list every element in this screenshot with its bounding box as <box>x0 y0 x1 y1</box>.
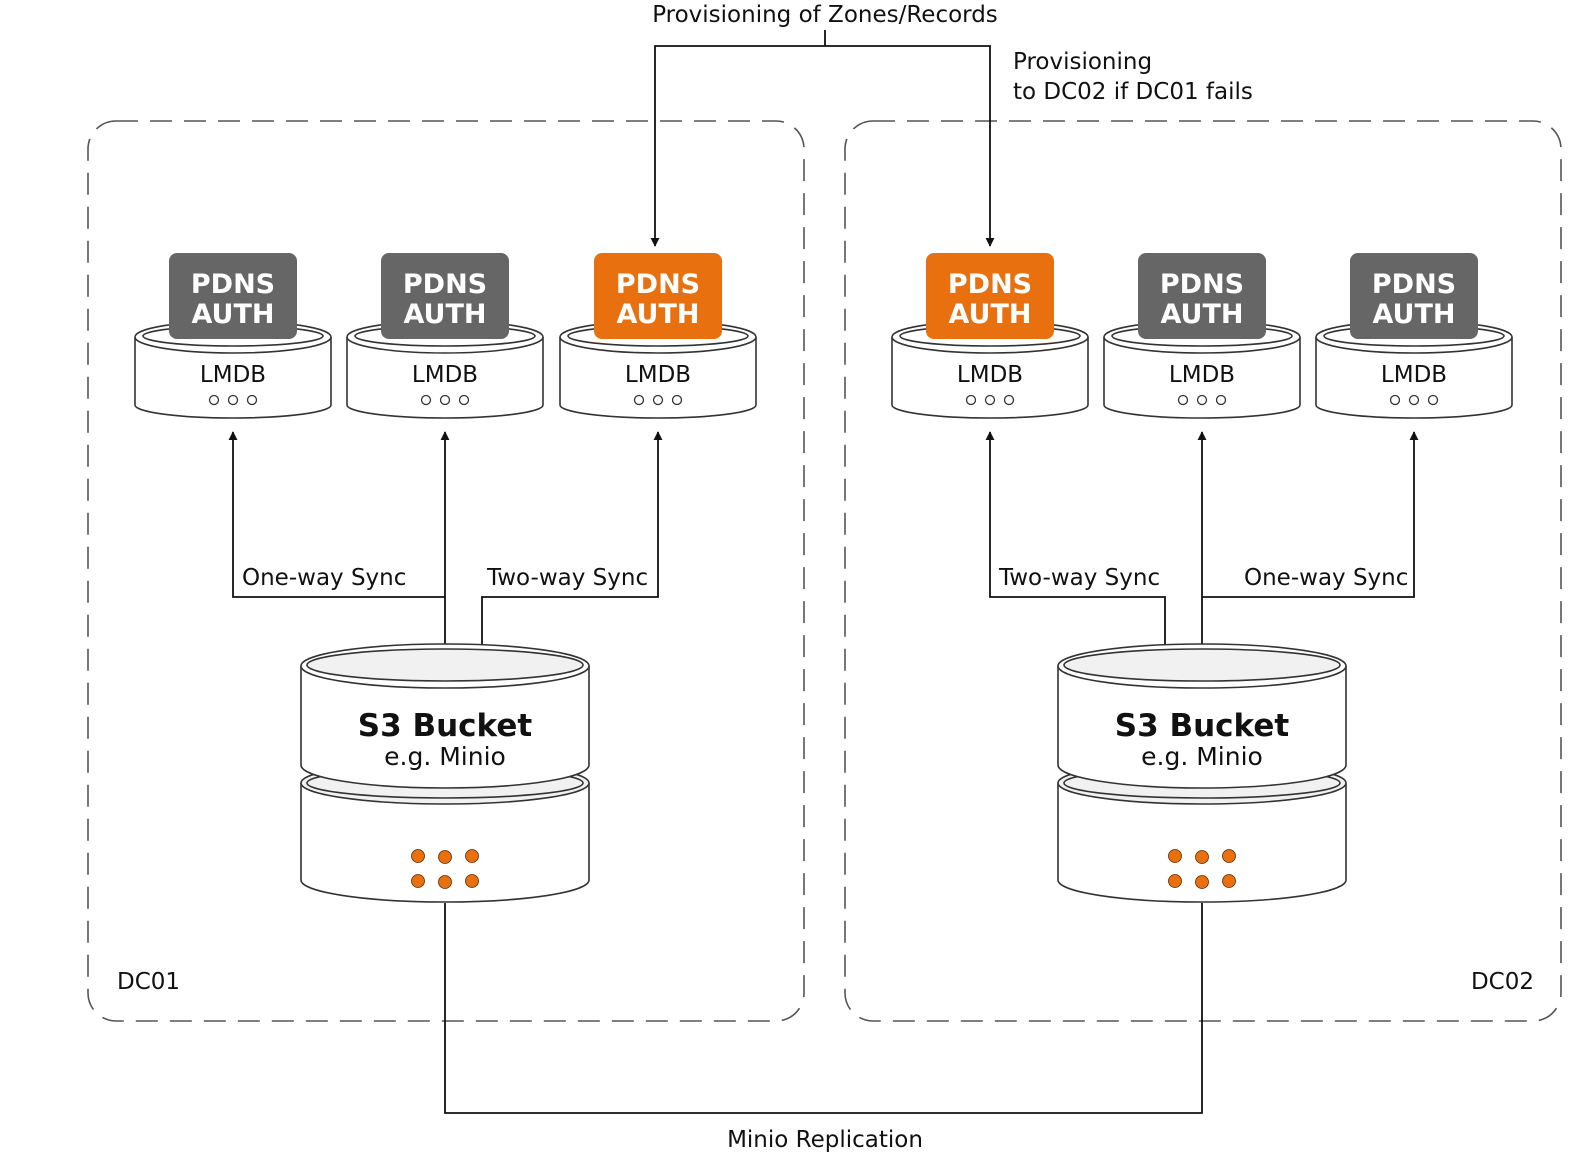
lmdb-label: LMDB <box>957 362 1023 388</box>
auth-badge-line2: AUTH <box>1372 299 1455 330</box>
disk-indicator-light <box>208 394 220 406</box>
bucket-status-dot <box>1168 849 1182 863</box>
pdns-badge-line1: PDNS <box>1372 269 1456 300</box>
pdns-badge-line1: PDNS <box>616 269 700 300</box>
disk-indicator-light <box>1196 394 1208 406</box>
bucket-upper-segment <box>300 666 590 789</box>
bucket-title: S3 Bucket <box>358 708 533 744</box>
disk-indicator-light <box>1215 394 1227 406</box>
lmdb-disk-body <box>891 337 1089 419</box>
pdns-auth-badge <box>169 253 297 339</box>
disk-indicator-light <box>1177 394 1189 406</box>
disk-indicator-light <box>458 394 470 406</box>
disk-indicator-light <box>652 394 664 406</box>
bucket-title: S3 Bucket <box>1115 708 1290 744</box>
lmdb-label: LMDB <box>1169 362 1235 388</box>
lmdb-label: LMDB <box>1381 362 1447 388</box>
lmdb-disk-body <box>346 337 544 419</box>
disk-indicator-light <box>671 394 683 406</box>
auth-badge-line2: AUTH <box>403 299 486 330</box>
bucket-status-dot <box>465 874 479 888</box>
lmdb-disk-body <box>134 337 332 419</box>
auth-badge-line2: AUTH <box>191 299 274 330</box>
disk-indicator-light <box>965 394 977 406</box>
bucket-status-dot <box>438 850 452 864</box>
failover-provisioning-label-line2: to DC02 if DC01 fails <box>1013 79 1253 105</box>
pdns-auth-badge <box>594 253 722 339</box>
disk-indicator-light <box>633 394 645 406</box>
dc01-one-way-sync-label: One-way Sync <box>242 565 406 591</box>
bucket-subtitle: e.g. Minio <box>384 742 506 771</box>
pdns-badge-line1: PDNS <box>948 269 1032 300</box>
bucket-status-dot <box>1195 850 1209 864</box>
dc01-container <box>87 120 805 1022</box>
pdns-badge-line1: PDNS <box>1160 269 1244 300</box>
bucket-subtitle: e.g. Minio <box>1141 742 1263 771</box>
bucket-lower-segment <box>1057 783 1347 903</box>
bucket-status-dot <box>411 874 425 888</box>
disk-indicator-light <box>1389 394 1401 406</box>
lmdb-disk-body <box>1103 337 1301 419</box>
bucket-lower-segment <box>300 783 590 903</box>
pdns-auth-badge <box>381 253 509 339</box>
lmdb-disk-body <box>1315 337 1513 419</box>
disk-indicator-light <box>420 394 432 406</box>
provisioning-label: Provisioning of Zones/Records <box>652 2 998 28</box>
bucket-status-dot <box>438 875 452 889</box>
dc02-sync-connectors <box>985 431 1419 676</box>
node-layer: LMDBPDNSAUTHLMDBPDNSAUTHLMDBPDNSAUTHLMDB… <box>134 253 1513 419</box>
disk-indicator-light <box>1408 394 1420 406</box>
pdns-badge-line1: PDNS <box>403 269 487 300</box>
disk-indicator-light <box>227 394 239 406</box>
bucket-status-dot <box>1168 874 1182 888</box>
pdns-auth-badge <box>1138 253 1266 339</box>
bucket-status-dot <box>465 849 479 863</box>
failover-provisioning-label-line1: Provisioning <box>1013 49 1152 75</box>
dc01-two-way-sync-label: Two-way Sync <box>486 565 648 591</box>
bucket-status-dot <box>1222 849 1236 863</box>
minio-replication-label: Minio Replication <box>727 1127 923 1153</box>
pdns-auth-badge <box>926 253 1054 339</box>
provisioning-connector <box>650 30 995 247</box>
bucket-status-dot <box>1222 874 1236 888</box>
pdns-badge-line1: PDNS <box>191 269 275 300</box>
auth-badge-line2: AUTH <box>1160 299 1243 330</box>
bucket-top-rim <box>1063 648 1341 682</box>
bucket-status-dot <box>1195 875 1209 889</box>
disk-indicator-light <box>246 394 258 406</box>
lmdb-label: LMDB <box>625 362 691 388</box>
dc02-container <box>844 120 1562 1022</box>
disk-indicator-light <box>984 394 996 406</box>
disk-indicator-light <box>1427 394 1439 406</box>
auth-badge-line2: AUTH <box>948 299 1031 330</box>
lmdb-label: LMDB <box>412 362 478 388</box>
bucket-upper-segment <box>1057 666 1347 789</box>
dc02-label: DC02 <box>1471 969 1534 995</box>
bucket-top-rim <box>306 648 584 682</box>
dc01-sync-connectors <box>228 431 663 676</box>
dc02-two-way-sync-label: Two-way Sync <box>998 565 1160 591</box>
dc01-label: DC01 <box>117 969 180 995</box>
dc02-one-way-sync-label: One-way Sync <box>1244 565 1408 591</box>
minio-replication-connector <box>444 903 1203 1114</box>
disk-indicator-light <box>439 394 451 406</box>
disk-indicator-light <box>1003 394 1015 406</box>
lmdb-disk-body <box>559 337 757 419</box>
pdns-auth-badge <box>1350 253 1478 339</box>
bucket-status-dot <box>411 849 425 863</box>
lmdb-label: LMDB <box>200 362 266 388</box>
auth-badge-line2: AUTH <box>616 299 699 330</box>
